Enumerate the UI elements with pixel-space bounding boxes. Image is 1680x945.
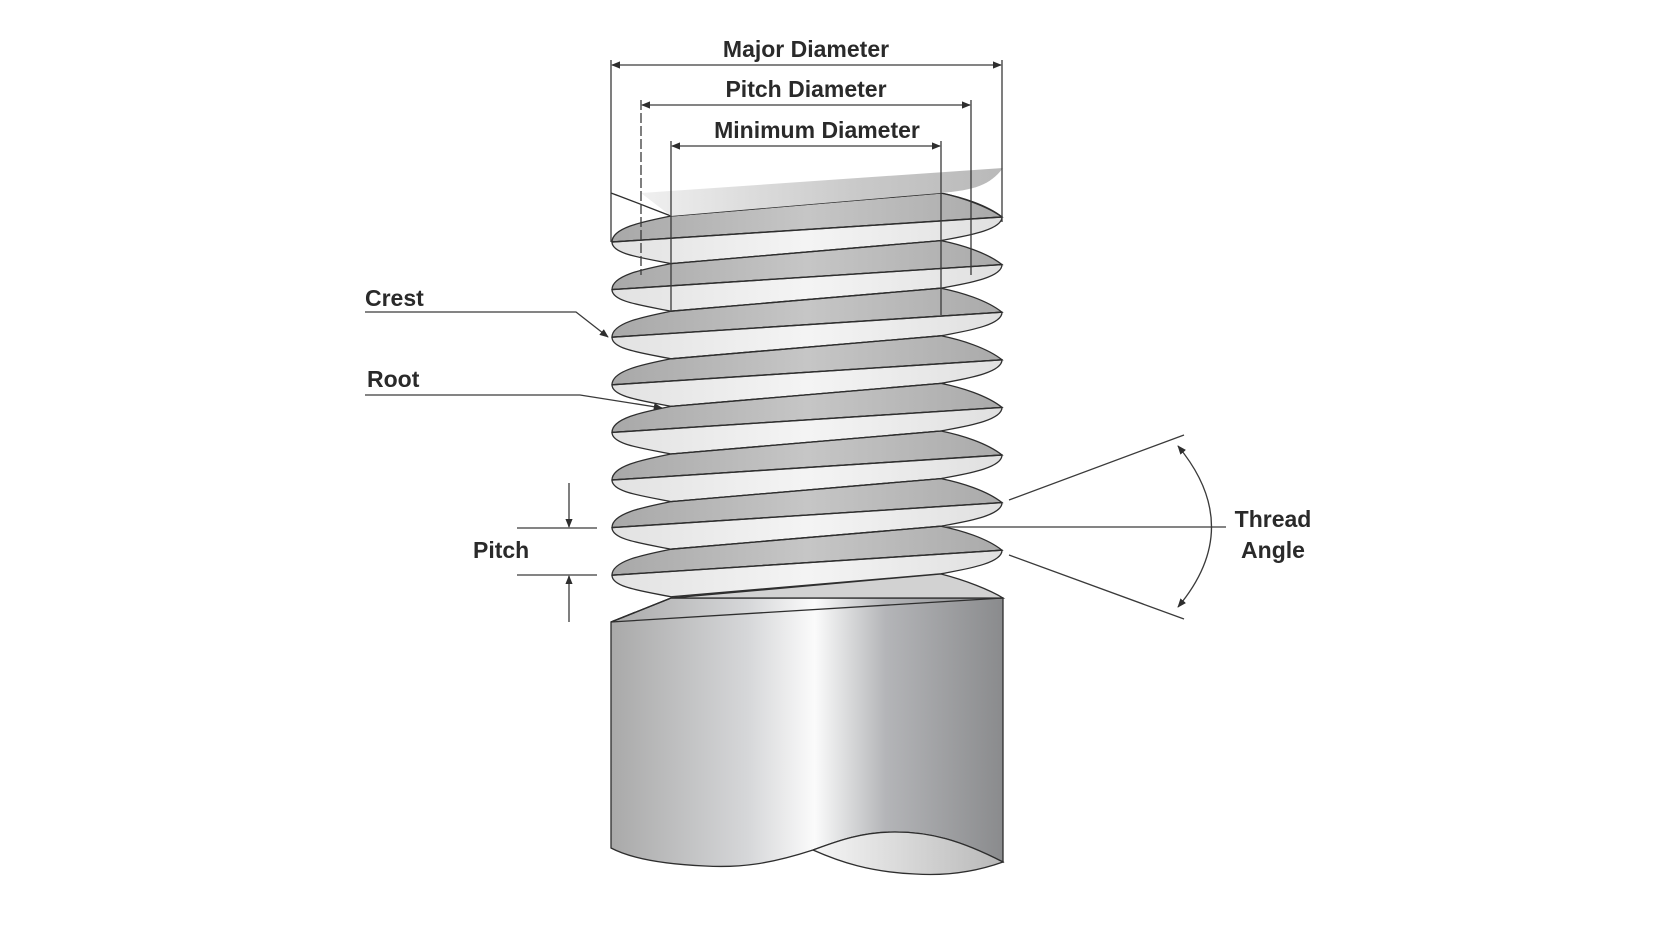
pitch-callout: Pitch [473, 483, 597, 622]
dimension-lines [610, 60, 1003, 315]
root-leader [365, 394, 663, 411]
thread-top-start-curve [610, 192, 672, 217]
thread-crest-edge [611, 311, 1003, 338]
thread-root-edge [670, 430, 942, 455]
thread-angle-callout: Thread Angle [945, 434, 1312, 620]
crest-callout: Crest [365, 285, 609, 338]
thread-root-edge [670, 525, 942, 550]
crest-leader [365, 311, 609, 338]
thread-crest-edge [611, 406, 1003, 434]
thread-crest-edge [611, 549, 1003, 576]
thread-crest-edge [611, 501, 1003, 529]
shank-bottom-face [811, 831, 1005, 876]
thread-root-edge [670, 239, 942, 265]
thread-root-edge [670, 382, 942, 408]
thread-helix [610, 192, 1006, 623]
thread-crest-edge [611, 454, 1003, 481]
thread-crest-edge [611, 263, 1003, 291]
pitch-label: Pitch [473, 537, 529, 563]
thread-angle-label-line2: Angle [1241, 537, 1305, 563]
minimum-diameter-label: Minimum Diameter [714, 117, 920, 143]
pitch-diameter-label: Pitch Diameter [725, 76, 886, 102]
thread-angle-lower-line [1008, 554, 1185, 620]
root-callout: Root [365, 366, 663, 411]
thread-crest-edge [611, 359, 1003, 386]
thread-angle-arc [1177, 445, 1213, 608]
thread-crest-edge [611, 216, 1003, 243]
major-diameter-label: Major Diameter [723, 36, 889, 62]
thread-angle-label-line1: Thread [1235, 506, 1312, 532]
thread-top-right-curve [940, 192, 1003, 218]
crest-label: Crest [365, 285, 424, 311]
shank-body [610, 597, 1004, 868]
thread-root-edge [670, 477, 942, 503]
thread-root-edge [670, 335, 942, 360]
thread-angle-upper-line [1008, 434, 1185, 501]
root-label: Root [367, 366, 420, 392]
thread-top-face [641, 168, 1003, 216]
shank-top-edge [610, 597, 1004, 623]
thread-root-edge [670, 287, 942, 312]
thread-runout [610, 573, 1006, 623]
shank [610, 597, 1005, 876]
